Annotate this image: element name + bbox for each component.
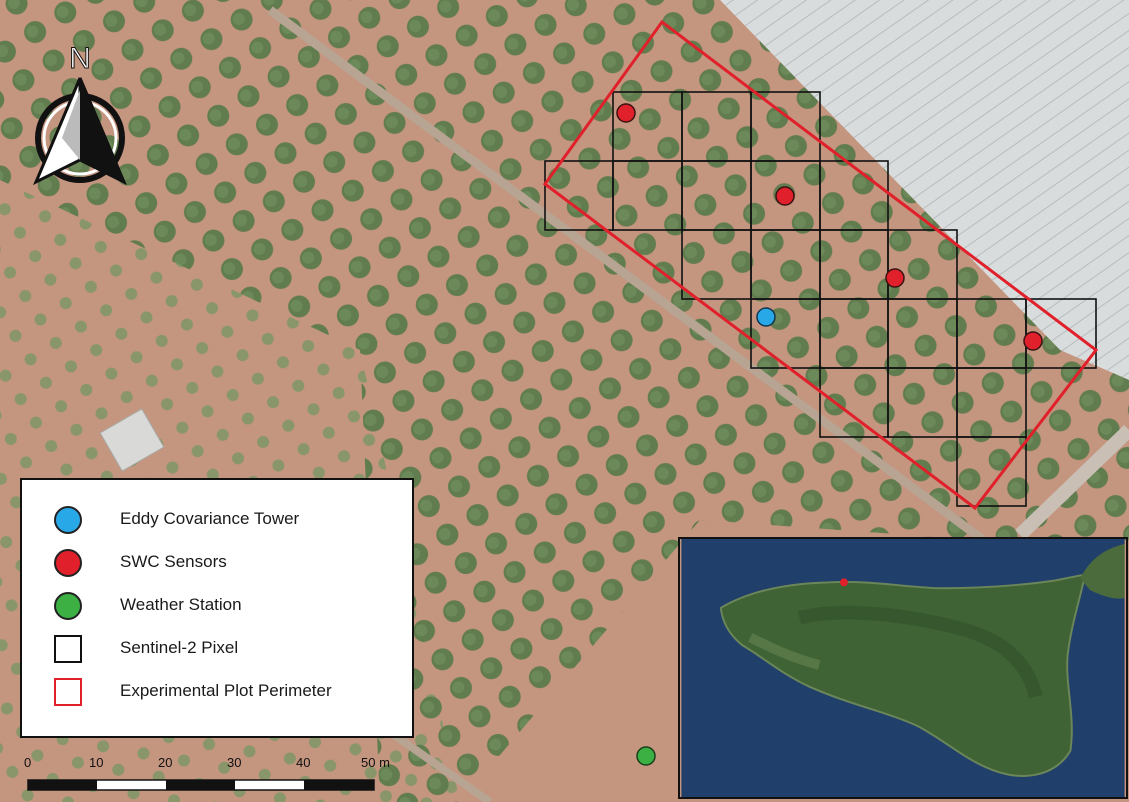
scale-bar-tick-label: 40 xyxy=(296,755,311,770)
legend-label: Experimental Plot Perimeter xyxy=(120,681,332,700)
legend-square-symbol xyxy=(54,678,82,706)
legend-item: Weather Station xyxy=(22,588,412,628)
dirt-road xyxy=(267,6,1013,564)
sicily-island xyxy=(719,573,1087,777)
north-arrow xyxy=(33,77,127,186)
scale-bar-tick-label: 20 xyxy=(158,755,173,770)
swc-sensor-marker xyxy=(1023,331,1043,351)
legend-label: Weather Station xyxy=(120,595,242,614)
swc-sensor-marker xyxy=(616,103,636,123)
legend-label: SWC Sensors xyxy=(120,552,227,571)
weather-station-marker xyxy=(636,746,656,766)
scale-bar-tick-label: 0 xyxy=(24,755,32,770)
scale-bar-tick-label: 50 m xyxy=(361,755,390,770)
legend-label: Eddy Covariance Tower xyxy=(120,509,300,528)
legend-square-symbol xyxy=(54,635,82,663)
legend-item: SWC Sensors xyxy=(22,545,412,585)
dirt-road-right xyxy=(1015,424,1129,541)
legend-circle-symbol xyxy=(54,592,82,620)
greenhouse-area xyxy=(720,0,1129,380)
swc-sensor-marker xyxy=(885,268,905,288)
experimental-plot-perimeter xyxy=(542,19,1099,511)
swc-sensor-marker xyxy=(775,186,795,206)
eddy-covariance-tower-marker xyxy=(756,307,776,327)
legend-label: Sentinel-2 Pixel xyxy=(120,638,239,657)
scale-bar-tick-label: 30 xyxy=(227,755,242,770)
scale-bar-tick-label: 10 xyxy=(89,755,104,770)
scale-bar xyxy=(27,779,375,791)
legend-item: Eddy Covariance Tower xyxy=(22,502,412,542)
legend-circle-symbol xyxy=(54,506,82,534)
farm-building xyxy=(99,408,165,472)
sentinel-2-pixel-grid xyxy=(544,91,1097,507)
inset-map-sicily xyxy=(678,537,1128,799)
north-arrow-label: N xyxy=(69,42,91,75)
study-site-marker xyxy=(839,578,848,587)
legend-item: Experimental Plot Perimeter xyxy=(22,674,412,714)
legend-circle-symbol xyxy=(54,549,82,577)
legend-item: Sentinel-2 Pixel xyxy=(22,631,412,671)
